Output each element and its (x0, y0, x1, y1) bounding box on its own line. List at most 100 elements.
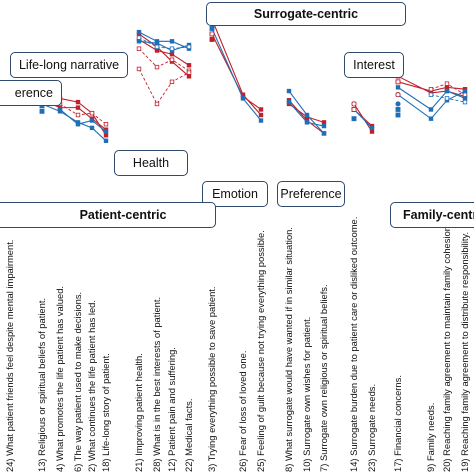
series-marker-blue-5-16 (286, 99, 292, 105)
series-layer (39, 17, 468, 143)
x-tick-label-19: 7) Surrogate own religious or spiritual … (318, 284, 329, 472)
x-tick-label-16: 25) Feeling of guilt because not trying … (255, 230, 266, 472)
x-tick-label-5: 13) Religious or spiritual beliefs of pa… (36, 297, 47, 472)
life-long-narrative-box: Life-long narrative (10, 52, 128, 78)
patient-centric-box: Patient-centric (0, 202, 216, 228)
series-marker-blue-4-15 (258, 118, 264, 123)
series-marker-red-2-11 (169, 57, 175, 62)
series-marker-blue-5-8 (103, 129, 109, 134)
series-marker-red-0-15 (258, 112, 264, 118)
data-point-5 (209, 25, 215, 31)
series-marker-blue-5-7 (89, 118, 95, 123)
series-marker-red-0-12 (186, 74, 192, 79)
series-marker-blue-5-6 (75, 122, 81, 127)
series-marker-red-2-7 (89, 110, 95, 116)
series-marker-red-1-12 (186, 63, 192, 68)
series-marker-blue-6-11 (169, 46, 175, 51)
series-marker-blue-4-16 (286, 88, 292, 94)
data-point-13 (395, 107, 401, 112)
series-marker-blue-4-20 (369, 125, 375, 131)
data-point-10 (395, 79, 401, 85)
series-marker-blue-6-23 (444, 96, 450, 101)
series-marker-red-1-15 (258, 107, 264, 112)
series-marker-red-1-10 (154, 48, 160, 53)
series-line-blue-4-5 (397, 86, 466, 111)
series-marker-blue-4-9 (136, 29, 142, 35)
series-marker-red-2-8 (103, 122, 109, 127)
x-tick-label-12: 12) Patient pain and suffering. (166, 347, 177, 472)
series-marker-blue-5-17 (304, 120, 310, 125)
x-tick-label-4: 24) What patient friends feel despite me… (4, 239, 15, 472)
series-line-red-3-0 (138, 68, 190, 105)
data-point-8 (351, 107, 357, 112)
x-tick-label-21: 23) Surrogate needs. (366, 383, 377, 472)
x-tick-label-15: 26) Fear of loss of loved one. (237, 350, 248, 472)
x-tick-label-10: 21) Improving patient health. (133, 353, 144, 472)
series-marker-blue-5-18 (321, 123, 327, 129)
series-line-blue-5-0 (59, 109, 107, 133)
series-marker-blue-6-10 (154, 44, 160, 50)
series-marker-blue-6-22 (428, 92, 434, 97)
data-point-12 (395, 101, 401, 107)
series-marker-blue-4-18 (321, 131, 327, 136)
data-point-7 (351, 101, 357, 107)
series-marker-red-3-9 (136, 66, 142, 72)
x-tick-label-23: 9) Family needs. (425, 402, 436, 472)
preference-left-box: erence (0, 80, 62, 106)
series-line-red-0-5 (397, 81, 466, 92)
preference-box: Preference (277, 181, 345, 207)
x-tick-label-17: 8) What surrogate would have wanted if i… (283, 227, 294, 472)
series-marker-red-0-8 (103, 133, 109, 138)
series-marker-blue-5-22 (428, 116, 434, 121)
series-marker-red-0-23 (444, 85, 450, 90)
series-line-red-0-1 (138, 33, 190, 77)
data-point-2 (39, 108, 45, 114)
x-tick-label-8: 2) What continues the life patient has l… (86, 300, 97, 472)
series-marker-blue-4-7 (89, 125, 95, 131)
series-marker-blue-6-9 (136, 35, 142, 40)
series-marker-blue-5-5 (57, 107, 63, 112)
series-marker-red-2-6 (75, 112, 81, 118)
series-marker-blue-5-9 (136, 39, 142, 44)
series-line-blue-6-0 (138, 37, 190, 50)
series-marker-blue-4-23 (444, 88, 450, 94)
series-marker-blue-5-24 (462, 88, 468, 94)
series-marker-blue-4-8 (103, 138, 109, 143)
series-marker-blue-4-11 (169, 39, 175, 44)
health-box: Health (114, 150, 188, 176)
series-marker-red-0-6 (75, 99, 81, 105)
x-tick-label-7: 6) The way patient used to make decision… (72, 291, 83, 472)
series-line-red-1-5 (397, 75, 466, 98)
series-marker-blue-4-14 (240, 96, 246, 101)
series-marker-blue-4-22 (428, 107, 434, 112)
x-tick-label-11: 28) What is in the best interests of pat… (151, 296, 162, 472)
data-point-4 (209, 31, 215, 37)
series-marker-red-2-23 (444, 81, 450, 86)
x-tick-label-9: 18) Life-long story of patient. (100, 353, 111, 472)
series-line-blue-4-1 (138, 31, 190, 50)
x-tick-label-6: 4) What promotes the life patient has va… (54, 285, 65, 472)
series-marker-blue-4-24 (462, 96, 468, 101)
series-marker-red-1-11 (169, 52, 175, 57)
x-tick-label-14: 3) Trying everything possible to save pa… (206, 286, 217, 472)
emotion-box: Emotion (202, 181, 268, 207)
x-tick-label-25: 19) Reaching family agreement to distrib… (459, 231, 470, 472)
series-marker-red-2-9 (136, 46, 142, 51)
x-tick-label-13: 22) Medical facts. (183, 398, 194, 472)
x-tick-label-22: 17) Financial concerns. (392, 375, 403, 472)
series-marker-red-3-10 (154, 101, 160, 107)
interest-box: Interest (344, 52, 404, 78)
series-marker-red-2-10 (154, 64, 160, 70)
series-line-blue-4-3 (288, 90, 325, 134)
series-marker-blue-4-21 (395, 85, 401, 90)
data-point-11 (395, 92, 401, 98)
series-line-red-2-1 (138, 48, 190, 72)
series-marker-red-3-12 (186, 70, 192, 75)
series-marker-red-1-6 (75, 105, 81, 110)
series-marker-blue-5-10 (154, 40, 160, 46)
family-centric-box: Family-centric (390, 202, 474, 228)
series-marker-red-3-11 (169, 79, 175, 85)
data-point-9 (351, 116, 357, 122)
data-point-14 (395, 112, 401, 118)
